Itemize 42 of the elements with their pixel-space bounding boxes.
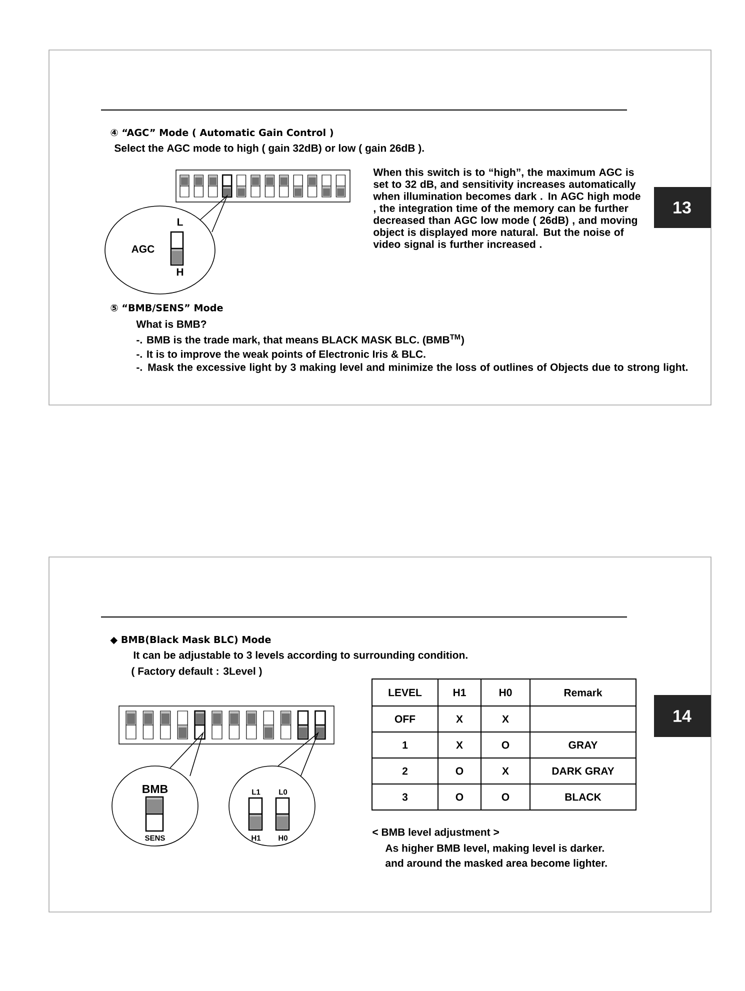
table-cell: BLACK	[565, 793, 602, 801]
table-cell: LEVEL	[388, 688, 422, 696]
table-cell: DARK GRAY	[552, 767, 614, 775]
text-line: -. It is to improve the weak points of Electronic Iris & BLC.	[136, 350, 426, 360]
table-cell: X	[502, 715, 509, 723]
table-cell: O	[502, 741, 510, 749]
text-line: As higher BMB level, making level is darker.	[385, 844, 604, 854]
switch-label: BMB	[142, 785, 168, 793]
page-number-tab: 14	[654, 695, 711, 737]
section-heading: ⑤ “BMB/SENS” Mode	[110, 304, 223, 312]
table-cell: H1	[454, 688, 466, 696]
body-text: -. Mask the excessive light by 3 making level and minimize the loss of outlines of Objects due to strong light.	[136, 363, 688, 374]
text-line: It can be adjustable to 3 levels according to surrounding condition.	[134, 651, 468, 661]
table-cell: X	[502, 767, 509, 775]
table-cell: H0	[500, 688, 512, 696]
table-cell: X	[456, 715, 463, 723]
text-line: and around the masked area become lighter.	[386, 859, 607, 869]
callout-bubble	[112, 732, 204, 846]
table-cell: 3	[402, 793, 408, 801]
table-cell: 2	[402, 767, 408, 775]
callout-bubble	[104, 194, 228, 294]
switch-label: AGC	[132, 245, 154, 253]
body-text: When this switch is to “high”, the maximum AGC is set to 32 dB, and sensitivity increases automatically when illumination becomes dark . In AGC high mode , the integration time of the memory can be further decreased than AGC low mode ( 26dB) , and moving object is displayed more natural. But the noise of video signal is further increased .	[373, 168, 640, 250]
switch-label: L	[178, 218, 183, 226]
table-cell: X	[456, 741, 463, 749]
table-cell: 1	[402, 741, 408, 749]
section-heading: ④ “AGC” Mode ( Automatic Gain Control )	[110, 128, 333, 138]
text-line: Select the AGC mode to high ( gain 32dB) or low ( gain 26dB ).	[114, 144, 424, 154]
page-number-tab: 13	[654, 187, 711, 228]
text-line: -. BMB is the trade mark, that means BLACK MASK BLC. (BMB$^{TM}$)	[136, 334, 464, 346]
callout-bubble	[228, 732, 319, 846]
table-cell: O	[502, 793, 510, 801]
table-cell: O	[456, 793, 464, 801]
text-line: What is BMB?	[136, 320, 206, 328]
text-line: < BMB level adjustment >	[372, 828, 499, 838]
table-cell: OFF	[394, 715, 416, 723]
table-cell: O	[456, 767, 464, 775]
section-heading: ◆ BMB(Black Mask BLC) Mode	[110, 636, 271, 644]
table-cell: Remark	[564, 688, 602, 696]
switch-label: H	[176, 268, 184, 276]
text-line: ( Factory default : 3Level )	[132, 667, 262, 677]
table-cell: GRAY	[568, 741, 598, 749]
